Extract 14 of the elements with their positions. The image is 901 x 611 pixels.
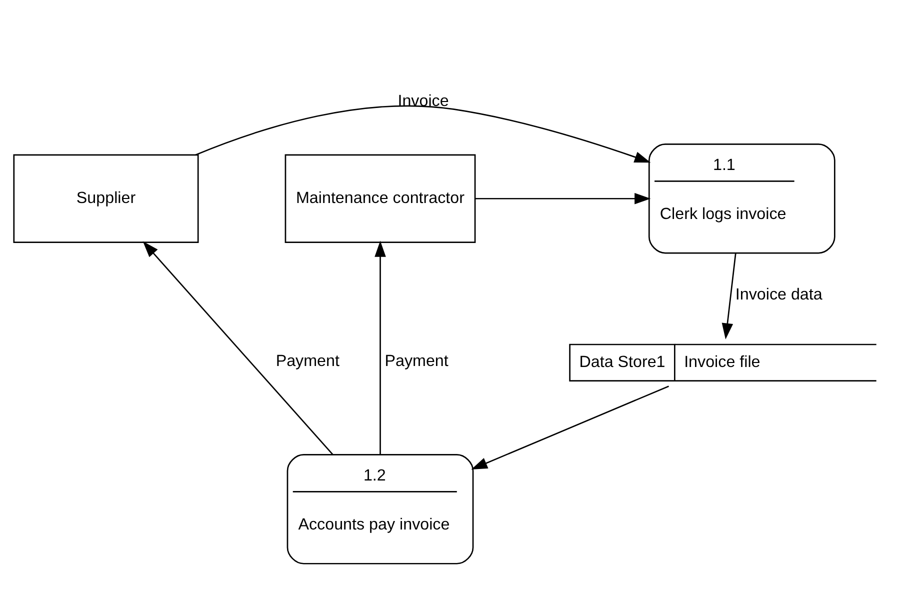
arrow xyxy=(471,386,670,470)
edge-label: Payment xyxy=(384,352,448,370)
arrow xyxy=(475,192,651,204)
arrow xyxy=(374,240,386,455)
arrow xyxy=(722,253,736,340)
node-box: 1.2 Accounts pay invoice xyxy=(286,454,474,564)
edge-label: Invoice data xyxy=(735,286,822,304)
arrow xyxy=(142,241,334,455)
node-box: 1.1 Clerk logs invoice xyxy=(648,144,836,254)
edge-label: Payment xyxy=(276,352,340,370)
edge-label: Invoice xyxy=(398,92,449,110)
node-box: Supplier xyxy=(13,154,199,243)
arrow xyxy=(195,105,651,163)
node-box: Maintenance contractor xyxy=(284,154,476,243)
